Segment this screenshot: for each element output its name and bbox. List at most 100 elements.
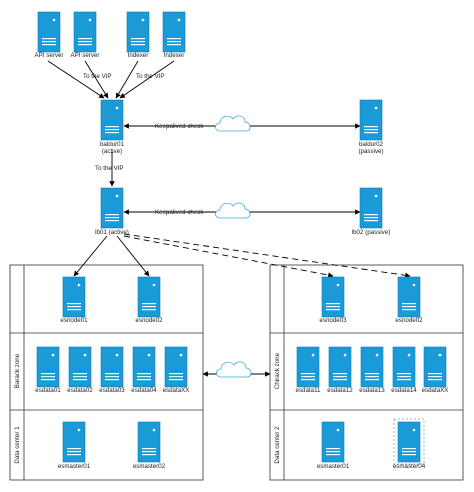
edge-lb01-esnode02 [116, 235, 150, 277]
dc2-esmaster04: esmaster04 [393, 418, 426, 470]
edge-indexer1-baldur01 [115, 60, 139, 99]
esmaster-label: esmaster02 [133, 463, 166, 470]
dc2-esdata12: esdata12 [327, 346, 353, 394]
esnode-label: esnode01 [60, 317, 88, 324]
server-icon [100, 99, 124, 141]
indexer-1: Indexer [126, 11, 150, 59]
dc1-esnode01: esnode01 [60, 276, 88, 324]
edge-label-to-vip-right: To the VIP [136, 73, 165, 80]
indexer-2: Indexer [162, 11, 186, 59]
esdata-label: esdata01 [35, 387, 61, 394]
dc2-esnode03: esnode03 [319, 276, 347, 324]
api-server-2: API server [71, 11, 100, 59]
esdata-label: esdata12 [327, 387, 353, 394]
edge-label-keepalived-1: Keepalived check [155, 123, 204, 130]
esmaster-label: esmaster04 [393, 463, 426, 470]
selection-outline [393, 418, 425, 465]
edge-lb01-esnode03 [123, 235, 334, 278]
server-icon [321, 421, 345, 463]
indexer-2-label: Indexer [164, 52, 185, 59]
esdata-label: esdata03 [99, 387, 125, 394]
edge-indexer2-baldur01 [119, 60, 175, 99]
cloud-icon [216, 361, 252, 378]
edge-label-keepalived-2: Keepalived check [155, 209, 204, 216]
server-icon [328, 346, 352, 388]
esdata-label: esdata13 [359, 387, 385, 394]
esdata-label: esdataXX [422, 387, 449, 394]
server-icon [132, 346, 156, 388]
dc2-esmaster01: esmaster01 [317, 421, 350, 470]
dc1-esdata04: esdata04 [131, 346, 157, 394]
esdata-label: esdata14 [391, 387, 417, 394]
baldur02-node: baldur02 (passive) [358, 99, 384, 155]
esnode-label: esnode02 [135, 317, 163, 324]
api-server-1: API server [35, 11, 64, 59]
dc2-esdata13: esdata13 [359, 346, 385, 394]
esmaster-label: esmaster01 [317, 463, 350, 470]
dc2-esdata11: esdata11 [296, 346, 322, 394]
dc2-esnode02: esnode02 [395, 276, 423, 324]
dc1-esmaster02: esmaster02 [133, 421, 166, 470]
server-icon [397, 421, 421, 463]
server-icon [100, 187, 124, 229]
server-icon [359, 187, 383, 229]
dc1-esdata02: esdata02 [67, 346, 93, 394]
dc-label-2: Data center 2 [274, 426, 281, 464]
server-icon [62, 276, 86, 318]
server-icon [100, 346, 124, 388]
dc-label-1: Data center 1 [14, 426, 21, 464]
lb02-node: lb02 (passive) [352, 187, 391, 236]
baldur01-state: (active) [102, 148, 122, 155]
server-icon [37, 11, 61, 53]
server-icon [62, 421, 86, 463]
server-icon [73, 11, 97, 53]
server-icon [392, 346, 416, 388]
server-icon [162, 11, 186, 53]
edge-api1-baldur01 [47, 60, 105, 99]
edge-api2-baldur01 [84, 60, 109, 99]
server-icon [126, 11, 150, 53]
esdata-label: esdataXX [163, 387, 190, 394]
esdata-label: esdata11 [296, 387, 322, 394]
dc1-esdataXX: esdataXX [163, 346, 190, 394]
edge-lb01-esnode02-dc2 [123, 233, 411, 278]
dc2-esdata14: esdata14 [391, 346, 417, 394]
dc1-esdata03: esdata03 [99, 346, 125, 394]
zone-label-dc2: Chirack zone [274, 352, 281, 389]
lb01-node: lb01 (active) [95, 187, 129, 236]
esnode-label: esnode03 [319, 317, 347, 324]
server-icon [137, 421, 161, 463]
lb01-label: lb01 (active) [95, 229, 129, 236]
cloud-icon [215, 115, 251, 132]
dc2-esdataXX: esdataXX [422, 346, 449, 394]
baldur02-state: (passive) [358, 148, 383, 155]
server-icon [137, 276, 161, 318]
api-server-1-label: API server [35, 52, 64, 59]
baldur02-label: baldur02 [359, 141, 384, 148]
edge-label-to-vip-left: To the VIP [83, 73, 112, 80]
server-icon [36, 346, 60, 388]
edge-label-to-vip-mid: To the VIP [95, 165, 124, 172]
server-icon [359, 99, 383, 141]
dc1-esmaster01: esmaster01 [58, 421, 91, 470]
esdata-label: esdata04 [131, 387, 157, 394]
baldur01-label: baldur01 [100, 141, 125, 148]
zone-label-dc1: Barack zone [14, 353, 21, 388]
indexer-1-label: Indexer [128, 52, 149, 59]
lb02-label: lb02 (passive) [352, 229, 391, 236]
server-icon [296, 346, 320, 388]
server-icon [321, 276, 345, 318]
esmaster-label: esmaster01 [58, 463, 91, 470]
server-icon [397, 276, 421, 318]
server-icon [360, 346, 384, 388]
baldur01-node: baldur01 (active) [100, 99, 125, 155]
dc1-esdata01: esdata01 [35, 346, 61, 394]
server-icon [423, 346, 447, 388]
edge-lb01-esnode01 [73, 235, 108, 277]
api-server-2-label: API server [71, 52, 100, 59]
cloud-icon [215, 202, 251, 219]
esdata-label: esdata02 [67, 387, 93, 394]
dc1-esnode02: esnode02 [135, 276, 163, 324]
esnode-label: esnode02 [395, 317, 423, 324]
